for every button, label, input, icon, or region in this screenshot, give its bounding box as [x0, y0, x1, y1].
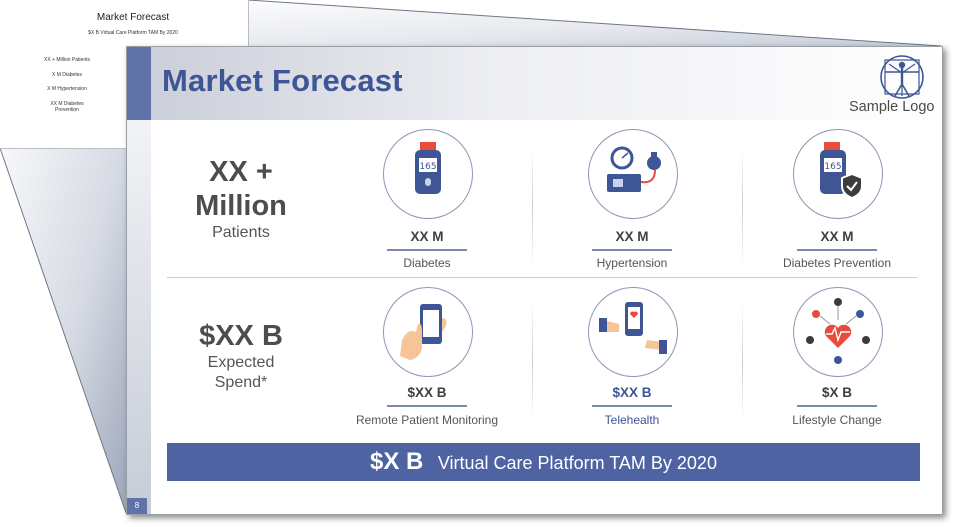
banner-amount: $X B	[370, 448, 424, 475]
vitruvian-logo-icon	[880, 55, 924, 99]
glucose-meter-icon: 165	[415, 142, 441, 194]
mini-item: XX M Diabetes	[50, 101, 84, 107]
spend-stat: $XX B Expected Spend*	[167, 319, 315, 393]
value-underline	[797, 249, 877, 251]
glucose-shield-icon: 165	[820, 142, 863, 200]
value-underline	[592, 405, 672, 407]
banner-text: Virtual Care Platform TAM By 2020	[437, 453, 717, 473]
patients-stat: XX + Million Patients	[167, 155, 315, 243]
stat-caption: Patients	[212, 224, 270, 241]
diabetes-prevention-value: XX M	[820, 229, 854, 244]
column-divider	[742, 302, 743, 422]
column-divider	[532, 147, 533, 267]
blood-pressure-icon	[607, 146, 661, 192]
mini-subtitle: $X B Virtual Care Platform TAM By 2020	[88, 30, 178, 36]
hypertension-value: XX M	[615, 229, 649, 244]
hypertension-icon-circle	[588, 129, 678, 219]
value-underline	[592, 249, 672, 251]
telehealth-icon-circle	[588, 287, 678, 377]
mini-item: X M Diabetes	[51, 72, 82, 78]
lifestyle-value: $X B	[821, 385, 852, 400]
slide: Market Forecast Sample Logo XX + Million…	[126, 46, 943, 515]
lifestyle-heart-icon	[806, 298, 870, 364]
remote-monitoring-value: $XX B	[407, 385, 447, 400]
remote-monitoring-label: Remote Patient Monitoring	[355, 413, 499, 427]
svg-text:165: 165	[419, 162, 436, 172]
hypertension-label: Hypertension	[596, 256, 668, 270]
mini-title: Market Forecast	[96, 12, 170, 23]
stat-line: XX +	[209, 156, 273, 188]
side-strip	[127, 120, 151, 514]
mini-item: X M Hypertension	[47, 86, 87, 92]
column-divider	[742, 147, 743, 267]
stat-caption: Expected	[207, 354, 275, 371]
phone-hand-icon	[400, 304, 447, 360]
telehealth-label: Telehealth	[604, 413, 660, 427]
source-slide-thumbnail[interactable]: Market Forecast $X B Virtual Care Platfo…	[0, 0, 249, 149]
diabetes-value: XX M	[410, 229, 444, 244]
telehealth-value: $XX B	[612, 385, 652, 400]
row-divider	[167, 277, 917, 278]
telehealth-icon	[599, 302, 667, 354]
value-underline	[797, 405, 877, 407]
tam-banner: $X B Virtual Care Platform TAM By 2020	[167, 443, 920, 481]
page-number: 8	[127, 498, 147, 514]
value-underline	[387, 405, 467, 407]
column-divider	[532, 302, 533, 422]
title-bar	[127, 47, 942, 120]
diabetes-label: Diabetes	[403, 256, 451, 270]
lifestyle-label: Lifestyle Change	[792, 413, 882, 427]
value-underline	[387, 249, 467, 251]
slide-title: Market Forecast	[162, 63, 403, 98]
diabetes-icon-circle: 165	[383, 129, 473, 219]
mini-item: Prevention	[55, 107, 79, 113]
svg-text:165: 165	[824, 162, 841, 172]
diabetes-prevention-label: Diabetes Prevention	[782, 256, 892, 270]
title-accent	[127, 47, 151, 120]
stat-line: Million	[195, 190, 287, 222]
lifestyle-icon-circle	[793, 287, 883, 377]
stat-line: $XX B	[199, 320, 283, 352]
remote-monitoring-icon-circle	[383, 287, 473, 377]
logo-text: Sample Logo	[849, 99, 935, 115]
mini-item: XX + Million Patients	[44, 57, 90, 63]
stat-caption: Spend*	[214, 374, 268, 391]
diabetes-prevention-icon-circle: 165	[793, 129, 883, 219]
